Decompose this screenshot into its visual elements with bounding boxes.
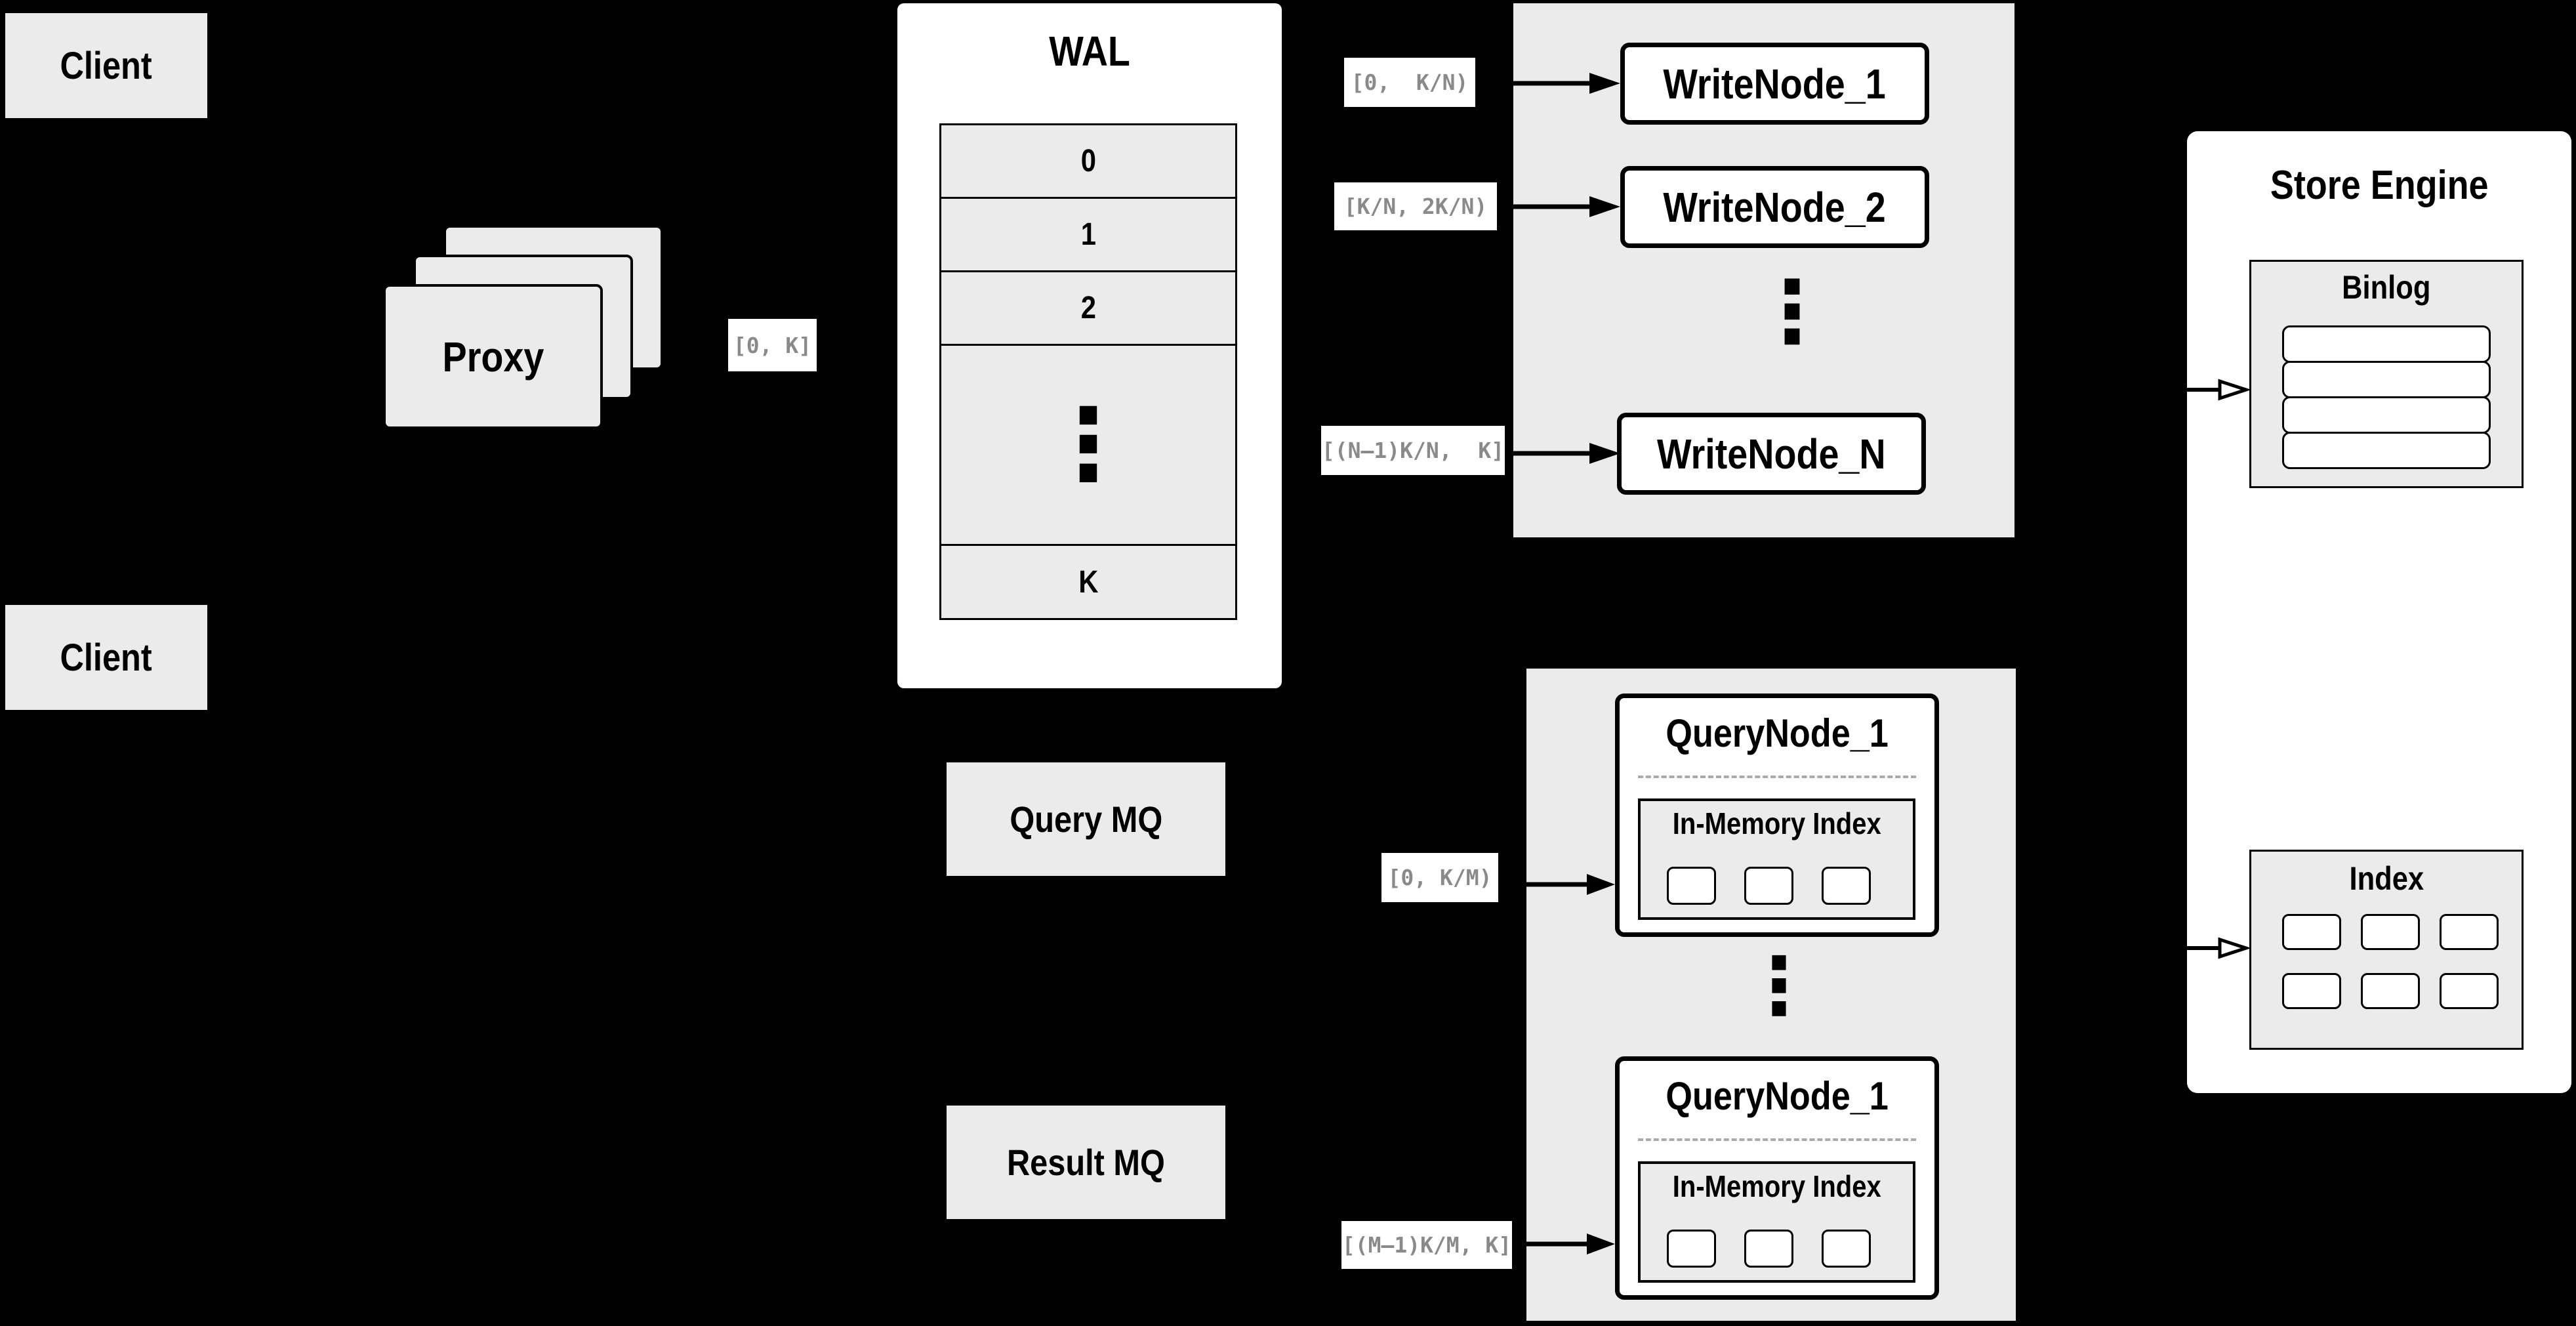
in-memory-index-cell xyxy=(1667,867,1716,905)
write-node-group: WriteNode_1 WriteNode_2 ⋮ WriteNode_N xyxy=(1513,3,2014,537)
index-cell xyxy=(2440,914,2499,950)
arrow-to-query-node-2 xyxy=(1526,1233,1615,1254)
wal-row-ellipsis: ⋮ xyxy=(939,344,1237,546)
in-memory-index-title-wrap: In-Memory Index xyxy=(1672,806,1881,840)
store-engine-title: Store Engine xyxy=(2270,163,2489,208)
in-memory-index-panel: In-Memory Index xyxy=(1638,798,1915,920)
query-node-divider xyxy=(1638,776,1916,778)
binlog-title-wrap: Binlog xyxy=(2251,267,2522,308)
arrow-to-write-node-n xyxy=(1513,443,1620,464)
write-node-n: WriteNode_N xyxy=(1617,413,1926,495)
binlog-row xyxy=(2282,361,2491,398)
index-cell xyxy=(2361,973,2420,1009)
result-mq-label: Result MQ xyxy=(1007,1142,1165,1183)
in-memory-index-cell xyxy=(1744,1230,1793,1268)
wal-row-2: 2 xyxy=(939,270,1237,346)
binlog-rows xyxy=(2282,325,2491,469)
binlog-panel: Binlog xyxy=(2249,260,2524,488)
client-box-top: Client xyxy=(5,13,207,118)
wal-row-0: 0 xyxy=(939,123,1237,199)
query-node-1: QueryNode_1 In-Memory Index xyxy=(1615,694,1939,937)
range-label-proxy: [0, K] xyxy=(728,319,817,371)
store-engine-title-wrap: Store Engine xyxy=(2187,161,2571,210)
in-memory-index-cell xyxy=(1822,1230,1871,1268)
arrow-to-query-node-1 xyxy=(1526,874,1615,895)
wal-row-k: K xyxy=(939,544,1237,620)
wal-row-1: 1 xyxy=(939,197,1237,272)
in-memory-index-panel: In-Memory Index xyxy=(1638,1161,1915,1283)
store-engine-panel: Store Engine Binlog Index xyxy=(2187,131,2571,1093)
query-node-group: QueryNode_1 In-Memory Index ⋮ QueryNode_… xyxy=(1526,669,2016,1321)
index-cell xyxy=(2440,973,2499,1009)
write-node-2: WriteNode_2 xyxy=(1620,166,1929,248)
client-top-label: Client xyxy=(60,44,153,87)
binlog-title: Binlog xyxy=(2342,269,2431,306)
wal-panel: WAL 0 1 2 ⋮ K xyxy=(897,3,1282,688)
query-group-ellipsis: ⋮ xyxy=(1740,941,1818,1032)
proxy-label: Proxy xyxy=(442,333,544,381)
query-node-2-title-wrap: QueryNode_1 xyxy=(1666,1073,1889,1118)
in-memory-index-cell xyxy=(1822,867,1871,905)
range-label-writenode-2: [K/N, 2K/N) xyxy=(1334,182,1497,230)
write-group-ellipsis: ⋮ xyxy=(1749,262,1835,362)
in-memory-index-cell xyxy=(1744,867,1793,905)
range-label-writenode-1: [0, K/N) xyxy=(1344,58,1475,107)
range-label-writenode-n: [(N–1)K/N, K] xyxy=(1321,426,1505,475)
wal-title: WAL xyxy=(1049,28,1130,75)
in-memory-index-cell xyxy=(1667,1230,1716,1268)
write-node-1: WriteNode_1 xyxy=(1620,43,1929,125)
query-node-1-title-wrap: QueryNode_1 xyxy=(1666,711,1889,755)
index-cell xyxy=(2282,914,2341,950)
query-node-divider xyxy=(1638,1138,1916,1141)
in-memory-index-title-wrap: In-Memory Index xyxy=(1672,1169,1881,1203)
arrow-to-write-node-1 xyxy=(1513,73,1620,94)
query-node-2: QueryNode_1 In-Memory Index xyxy=(1615,1056,1939,1300)
arrow-to-write-node-2 xyxy=(1513,196,1620,217)
index-title-wrap: Index xyxy=(2251,858,2522,899)
index-cell xyxy=(2282,973,2341,1009)
range-label-querynode-1: [0, K/M) xyxy=(1381,853,1498,902)
binlog-row xyxy=(2282,432,2491,469)
client-box-bottom: Client xyxy=(5,605,207,710)
arrow-to-index xyxy=(2187,937,2249,959)
range-label-querynode-2: [(M–1)K/M, K] xyxy=(1341,1221,1512,1269)
index-panel: Index xyxy=(2249,850,2524,1050)
wal-ellipsis: ⋮ xyxy=(1039,388,1137,502)
query-mq-label: Query MQ xyxy=(1010,798,1162,840)
index-title: Index xyxy=(2349,860,2424,897)
wal-table: 0 1 2 ⋮ K xyxy=(939,123,1237,620)
wal-title-wrap: WAL xyxy=(897,28,1282,75)
proxy-card-front: Proxy xyxy=(383,284,603,429)
binlog-row xyxy=(2282,325,2491,363)
index-cell xyxy=(2361,914,2420,950)
arrow-to-binlog xyxy=(2187,379,2249,401)
query-mq-box: Query MQ xyxy=(947,762,1225,876)
result-mq-box: Result MQ xyxy=(947,1106,1225,1219)
client-bottom-label: Client xyxy=(60,636,153,679)
binlog-row xyxy=(2282,396,2491,434)
